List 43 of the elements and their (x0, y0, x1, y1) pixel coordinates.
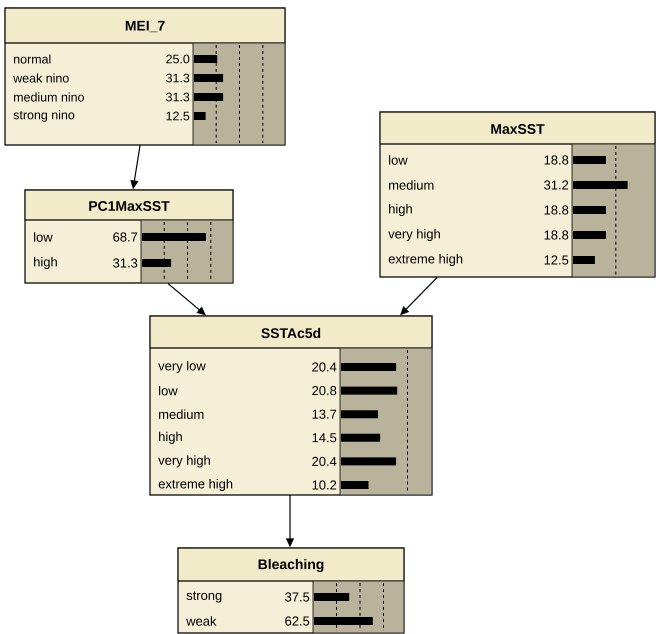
state-label: very low (158, 360, 206, 374)
state-label: low (389, 155, 408, 165)
state-label: extreme high (158, 478, 232, 492)
state-label: medium (389, 180, 434, 190)
state-label: extreme high (388, 254, 462, 266)
probability-value: 31.3 (113, 258, 138, 268)
probability-value: 10.2 (312, 480, 336, 490)
node-title: MaxSST (491, 124, 544, 134)
probability-value: 20.4 (312, 362, 336, 372)
node-title: Bleaching (258, 558, 324, 572)
state-label: weak (186, 616, 216, 626)
probability-value: 12.5 (166, 112, 190, 120)
state-label: low (159, 386, 178, 396)
probability-value: 31.2 (544, 180, 568, 190)
probability-value: 20.8 (312, 386, 336, 396)
node-title: MEI_7 (126, 20, 165, 32)
state-label: strong (186, 591, 222, 603)
state-label: strong nino (14, 110, 74, 122)
state-label: medium nino (14, 92, 84, 102)
state-label: low (34, 232, 53, 242)
node-title: PC1MaxSST (89, 201, 170, 211)
probability-value: 62.5 (285, 616, 310, 626)
probability-value: 18.8 (544, 230, 568, 240)
state-label: normal (14, 54, 50, 64)
probability-value: 20.4 (312, 456, 336, 466)
probability-value: 31.3 (166, 74, 190, 82)
state-label: high (159, 432, 182, 444)
probability-value: 14.5 (312, 433, 336, 442)
state-label: very high (388, 228, 440, 242)
probability-value: 25.0 (166, 54, 190, 64)
probability-value: 31.3 (166, 92, 190, 102)
probability-value: 13.7 (312, 410, 336, 419)
probability-value: 18.8 (544, 155, 568, 165)
probability-value: 68.7 (113, 232, 138, 242)
state-label: very high (158, 455, 210, 468)
state-label: high (389, 204, 412, 216)
state-label: high (34, 256, 57, 270)
probability-value: 37.5 (285, 592, 310, 602)
state-label: medium (159, 409, 204, 419)
state-label: weak nino (13, 73, 69, 83)
probability-value: 12.5 (544, 255, 568, 265)
node-title: SSTAc5d (261, 328, 320, 338)
probability-value: 18.8 (544, 205, 568, 215)
